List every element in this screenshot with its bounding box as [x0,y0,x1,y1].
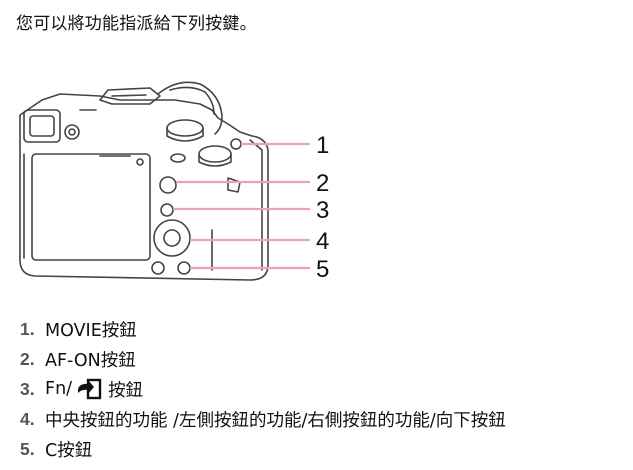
af-on-button [159,176,177,194]
list-number: 1. [20,318,35,339]
callout-4: 4 [316,228,329,255]
movie-button [230,138,242,150]
list-number: 2. [20,348,35,369]
intro-text: 您可以將功能指派給下列按鍵。 [16,14,257,34]
list-text: AF-ON按鈕 [45,350,136,371]
c-button [177,261,191,275]
camera-body-outline [19,93,269,281]
lcd-screen [31,153,151,261]
list-text: 中央按鈕的功能 /左側按鈕的功能/右側按鈕的功能/向下按鈕 [45,410,506,431]
camera-diagram: 1 2 3 4 5 [0,70,633,300]
fn-button [160,203,174,217]
list-number: 4. [20,408,35,429]
callout-3: 3 [316,197,329,224]
list-number: 3. [20,378,35,399]
send-to-smartphone-icon [76,378,102,400]
control-wheel [153,219,191,257]
callout-5: 5 [316,256,329,283]
button-list: 1. MOVIE按鈕 2. AF-ON按鈕 3. Fn/ 按鈕 4. 中央按鈕的… [20,314,506,464]
list-number: 5. [20,438,35,459]
list-text-before-icon: Fn/ [45,379,73,399]
list-item: 5. C按鈕 [20,434,506,464]
list-text: C按鈕 [45,440,93,461]
lens-outline [157,81,223,135]
list-text: MOVIE按鈕 [45,320,137,341]
center-button [163,229,181,247]
camera-back-illustration: 1 2 3 4 5 [19,81,329,283]
list-item: 4. 中央按鈕的功能 /左側按鈕的功能/右側按鈕的功能/向下按鈕 [20,404,506,434]
list-item: 2. AF-ON按鈕 [20,344,506,374]
callout-1: 1 [316,132,329,159]
list-text-after-icon: 按鈕 [108,380,144,401]
callout-2: 2 [316,170,329,197]
list-item: 1. MOVIE按鈕 [20,314,506,344]
list-item: 3. Fn/ 按鈕 [20,374,506,404]
